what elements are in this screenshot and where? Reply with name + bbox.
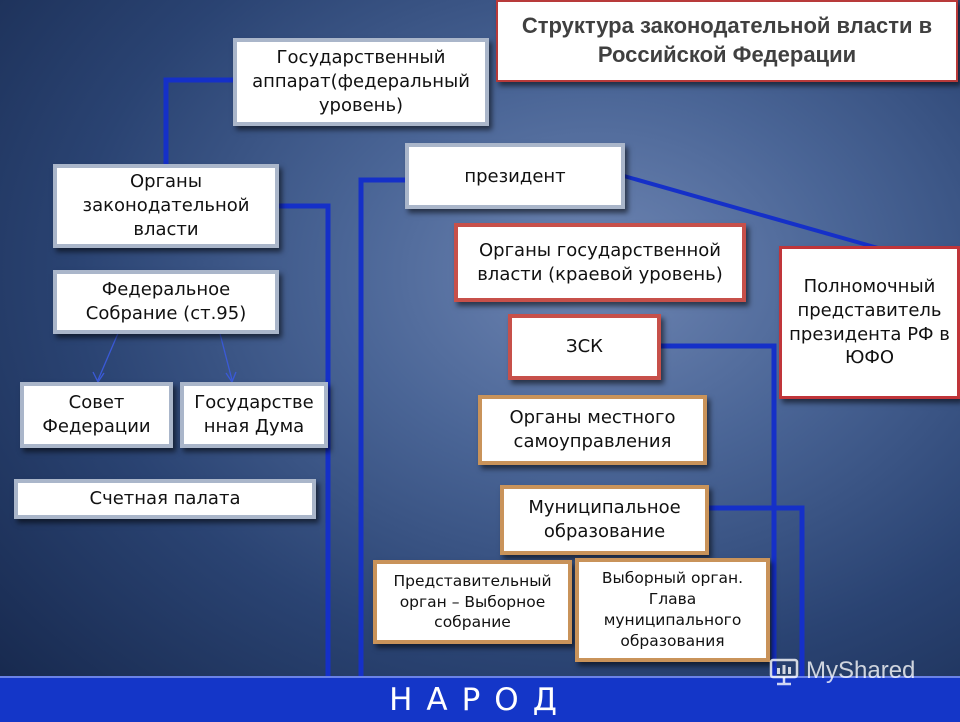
- myshared-watermark: MyShared: [768, 656, 915, 686]
- plenipotentiary-box: Полномочный представитель президента РФ …: [779, 246, 960, 399]
- connector-president-to-people: [358, 177, 406, 676]
- people-footer: НАРОД: [0, 676, 960, 722]
- representative-body-box: Представительный орган – Выборное собран…: [373, 560, 572, 644]
- watermark-text: MyShared: [806, 657, 916, 684]
- connector-municipal-to-people: [708, 505, 805, 676]
- connector-legislative-to-people: [278, 203, 331, 676]
- regional-bodies-box: Органы государственной власти (краевой у…: [454, 223, 746, 302]
- legislative-bodies-box: Органы законодательной власти: [53, 164, 279, 248]
- president-box: президент: [405, 143, 625, 209]
- gov-apparatus-box: Государственный аппарат(федеральный уров…: [233, 38, 489, 126]
- federal-assembly-box: Федеральное Собрание (ст.95): [53, 270, 279, 334]
- federation-council-box: Совет Федерации: [20, 382, 173, 448]
- state-duma-box: Государстве нная Дума: [180, 382, 328, 448]
- connector-zsk-to-people: [660, 343, 777, 676]
- connector-apparatus-to-legislative: [163, 77, 234, 166]
- zsk-box: ЗСК: [508, 314, 661, 380]
- elected-body-box: Выборный орган. Глава муниципального обр…: [575, 558, 770, 662]
- connector-president-to-plenipotentiary: [623, 174, 879, 250]
- diagram-title: Структура законодательной власти в Росси…: [496, 0, 958, 82]
- arrow-to-state-duma: [217, 325, 233, 381]
- local-self-government-box: Органы местного самоуправления: [478, 395, 707, 465]
- accounts-chamber-box: Счетная палата: [14, 479, 316, 519]
- presentation-icon: [769, 658, 799, 686]
- municipal-entity-box: Муниципальное образование: [500, 485, 709, 555]
